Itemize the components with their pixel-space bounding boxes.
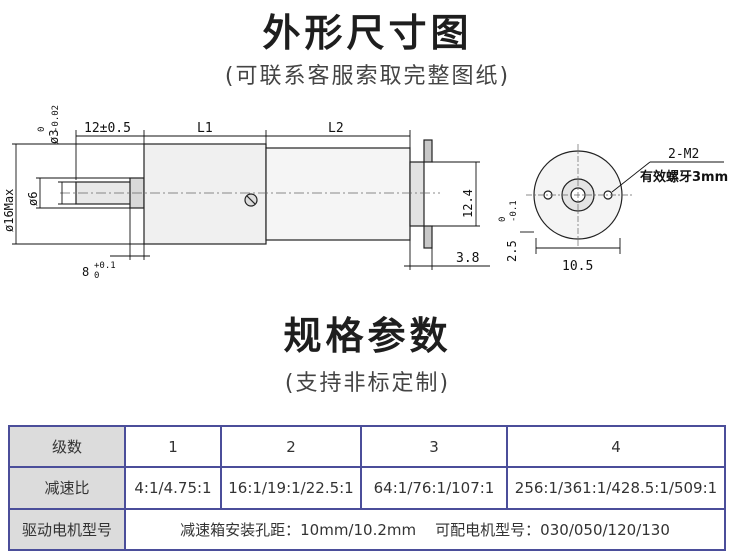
l2-label: L2 (328, 121, 344, 136)
stage-label: 级数 (8, 424, 126, 469)
face-tol-lower: -0.1 (509, 200, 519, 222)
shaft-tol-upper: 0 (37, 127, 47, 132)
stage-value: 3 (360, 424, 508, 469)
ratio-label: 减速比 (8, 466, 126, 510)
shaft-tol-lower: -0.02 (51, 105, 61, 132)
terminal-top (423, 139, 433, 163)
table-row: 减速比 4:1/4.75:1 16:1/19:1/22.5:1 64:1/76:… (8, 466, 726, 510)
table-row: 级数 1 2 3 4 (8, 424, 726, 469)
face-width-label: 10.5 (562, 259, 593, 274)
body-dia-label: ø16Max (2, 189, 16, 232)
l1-label: L1 (197, 121, 213, 136)
ratio-value: 16:1/19:1/22.5:1 (220, 466, 362, 510)
specs-subtitle: (支持非标定制) (284, 371, 451, 396)
motor-label: 驱动电机型号 (8, 507, 126, 552)
drawing-subtitle: (可联系客服索取完整图纸) (224, 64, 511, 89)
motor-body (265, 147, 411, 241)
ratio-value: 256:1/361:1/428.5:1/509:1 (506, 466, 726, 510)
stage-value: 2 (220, 424, 362, 469)
shaft-length-label: 12±0.5 (84, 121, 131, 136)
table-row: 驱动电机型号 减速箱安装孔距：10mm/10.2mm 可配电机型号：030/05… (8, 507, 726, 552)
stage-value: 4 (506, 424, 726, 469)
spec-table: 级数 1 2 3 4 减速比 4:1/4.75:1 16:1/19:1/22.5… (8, 424, 726, 552)
ratio-value: 64:1/76:1/107:1 (360, 466, 508, 510)
specs-title: 规格参数 (283, 314, 452, 358)
gearbox-body (143, 143, 267, 245)
drawing-title: 外形尺寸图 (262, 11, 473, 55)
motor-value: 减速箱安装孔距：10mm/10.2mm 可配电机型号：030/050/120/1… (124, 507, 726, 552)
boss-tol-lower: 0 (94, 271, 99, 281)
face-tol-upper: 0 (498, 217, 508, 222)
terminal-height-label: 12.4 (461, 189, 475, 218)
boss-dia-label: ø6 (26, 192, 40, 206)
face-tol-label: 2.5 (505, 240, 519, 262)
shaft-dia-label: ø3 (47, 130, 61, 144)
screw-depth-label: 有效螺牙3mm (640, 169, 728, 185)
boss-tol-upper: +0.1 (94, 261, 116, 271)
terminal-offset-label: 3.8 (456, 251, 479, 266)
stage-value: 1 (124, 424, 222, 469)
boss-length-label: 8 (82, 265, 89, 279)
ratio-value: 4:1/4.75:1 (124, 466, 222, 510)
screw-spec-label: 2-M2 (668, 147, 699, 162)
dimension-drawing: 12±0.5 L1 L2 3.8 10.5 ø16Max ø6 ø3 0 -0.… (2, 105, 728, 281)
terminal-bottom (423, 225, 433, 249)
end-cap (409, 161, 425, 227)
